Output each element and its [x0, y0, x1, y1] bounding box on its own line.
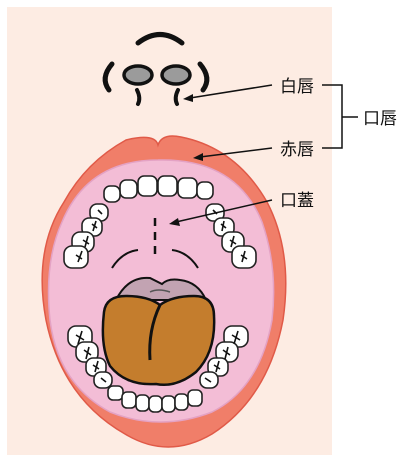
lips-group-label: 口唇 [363, 109, 397, 129]
white-lip-label: 白唇 [280, 77, 314, 97]
palate-label: 口蓋 [280, 191, 314, 211]
red-lip-label: 赤唇 [280, 140, 314, 160]
